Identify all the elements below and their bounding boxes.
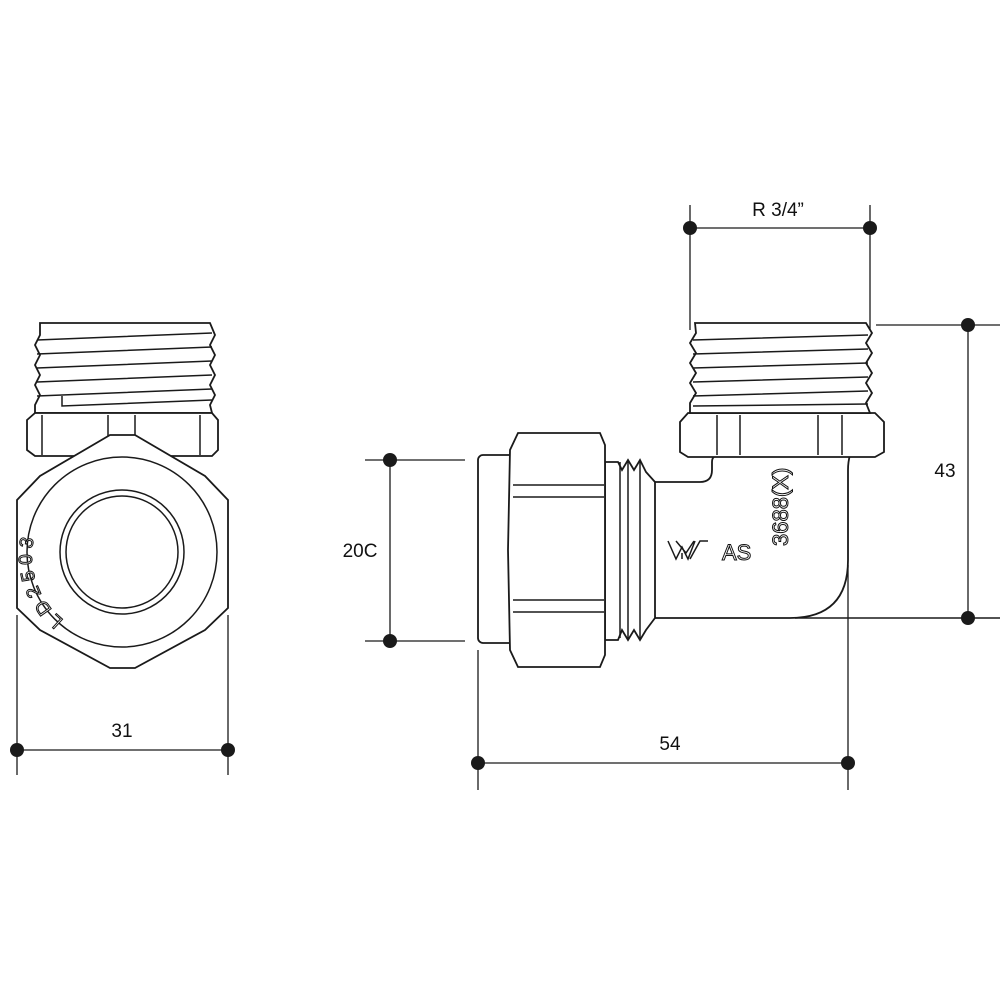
side-thread-horizontal bbox=[604, 458, 656, 642]
code-marking: 3688(X) bbox=[768, 468, 793, 546]
length-label: 54 bbox=[659, 734, 681, 755]
compression-nut bbox=[507, 432, 606, 668]
front-inner-ring bbox=[59, 489, 185, 615]
watermark-logo bbox=[667, 540, 708, 561]
dimension-pipe-size: 20C bbox=[343, 453, 465, 648]
dimension-thread: R 3/4” bbox=[683, 200, 877, 330]
front-thread bbox=[33, 322, 217, 414]
dimension-length: 54 bbox=[471, 565, 855, 790]
width-label: 31 bbox=[111, 721, 132, 742]
side-hex-band bbox=[679, 412, 885, 458]
pipe-size-label: 20C bbox=[343, 541, 378, 562]
dimension-height: 43 bbox=[876, 318, 1000, 625]
height-label: 43 bbox=[934, 461, 955, 482]
thread-label: R 3/4” bbox=[752, 200, 804, 221]
elbow-body bbox=[638, 454, 852, 619]
side-thread-vertical bbox=[688, 322, 874, 414]
dimension-width: 31 bbox=[10, 615, 235, 775]
front-bore bbox=[65, 495, 179, 609]
front-hex-body bbox=[16, 434, 229, 669]
front-view: LD2503 31 bbox=[10, 322, 235, 775]
front-outer-ring bbox=[26, 456, 218, 648]
standard-marking: AS bbox=[722, 540, 751, 565]
side-view: AS 3688(X) 20C R 3/4” 43 bbox=[343, 200, 1000, 790]
